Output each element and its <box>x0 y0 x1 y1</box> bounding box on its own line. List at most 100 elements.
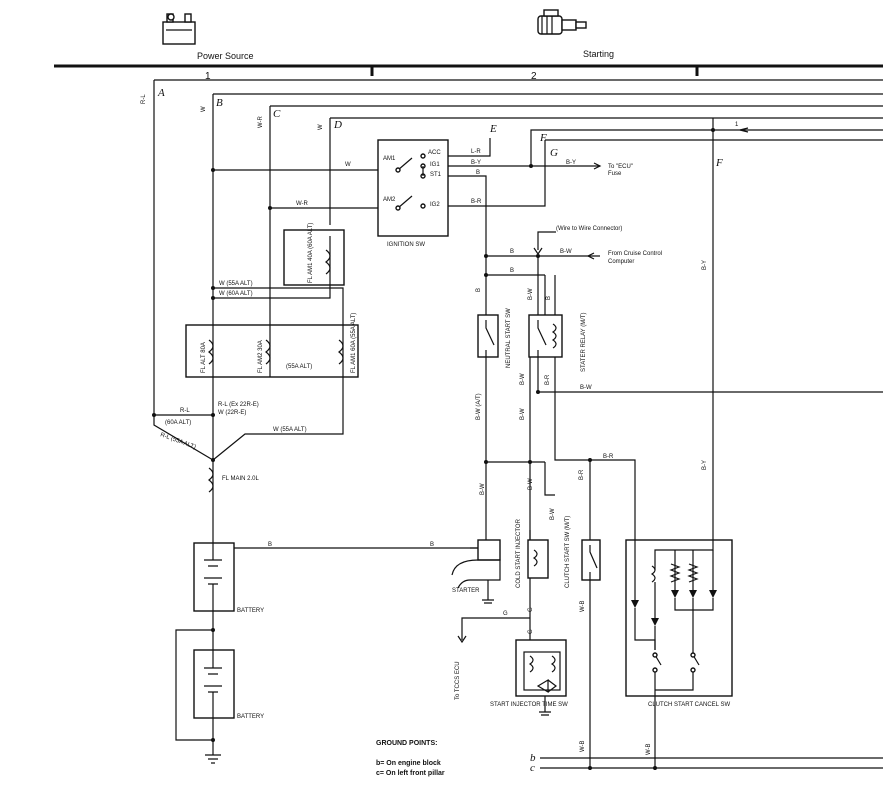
wire-label-wr: W-R <box>258 115 264 128</box>
wire-label-w-am1: W <box>345 162 351 168</box>
ignition-switch: AM1 ACC IG1 ST1 AM2 IG2 <box>377 139 449 237</box>
wire-label-bw-at: B-W (A/T) <box>476 393 482 420</box>
section-number-2: 2 <box>531 71 537 82</box>
fuse-label: Fuse <box>608 171 622 177</box>
wire-label-wb-cc: W-B <box>646 743 652 755</box>
wire-label-by2: B-Y <box>566 160 576 166</box>
ground-point-c: c= On left front pillar <box>376 770 445 777</box>
section-title-starting: Starting <box>583 49 614 59</box>
wire-label-bw-ci2: B-W <box>550 508 556 520</box>
wire-label-br-cs: B-R <box>579 469 585 480</box>
ground-points-title: GROUND POINTS: <box>376 740 437 747</box>
section-title-power-source: Power Source <box>197 51 254 61</box>
clutch-start-sw-label: CLUTCH START SW (M/T) <box>565 516 571 588</box>
wire-label-b-v1: B <box>476 288 482 292</box>
circuit-letter-f2: F <box>715 157 723 169</box>
wire-label-bw-v2: B-W <box>520 373 526 385</box>
to-tccs-label: To TCCS ECU <box>455 661 461 700</box>
label-w-22re: W (22R-E) <box>218 410 246 416</box>
wire-label-b-v2: B <box>546 296 552 300</box>
wire-label-b-nss: B <box>510 268 514 274</box>
wire-connector-label: (Wire to Wire Connector) <box>556 226 622 232</box>
wire-label-wb-cs: W-B <box>580 600 586 612</box>
svg-text:IG2: IG2 <box>430 202 440 208</box>
wire-label-rl-2: R-L <box>180 408 190 414</box>
wire-label-g-ci: G <box>528 607 534 612</box>
circuit-letter-d: D <box>333 119 342 131</box>
circuit-letter-b: B <box>216 97 223 109</box>
label-rl-ex: R-L (Ex 22R-E) <box>218 402 259 408</box>
label-w55-b: W (55A ALT) <box>273 427 307 433</box>
circuit-letter-c: C <box>273 108 281 120</box>
circuit-letter-f: F <box>539 132 547 144</box>
wire-label-br-v: B-R <box>545 374 551 385</box>
ground-letter-c: c <box>530 762 535 774</box>
wire-label-bw-v3: B-W <box>520 408 526 420</box>
wire-label-b-st: B <box>476 170 480 176</box>
computer-label: Computer <box>608 259 634 265</box>
fl-main-label: FL MAIN 2.0L <box>222 476 259 482</box>
label-rl-55: R-L (55A ALT) <box>159 432 196 450</box>
connector-number: 1 <box>735 122 739 128</box>
wire-label-br: B-R <box>471 199 482 205</box>
wire-label-g-tccs: G <box>503 611 508 617</box>
svg-text:IG1: IG1 <box>430 162 440 168</box>
starter-label: STARTER <box>452 588 480 594</box>
fusible-link-block <box>185 324 359 378</box>
circuit-letter-g: G <box>550 147 558 159</box>
wire-label-rl: R-L <box>141 94 147 104</box>
wire-label-bw-ci: B-W <box>528 478 534 490</box>
to-ecu-label: To "ECU" <box>608 164 633 170</box>
wire-label-b-bat2: B <box>430 542 434 548</box>
ignition-switch-label: IGNITION SW <box>387 242 425 248</box>
starter-motor-icon <box>537 9 587 35</box>
label-w55: W (55A ALT) <box>219 281 253 287</box>
wire-label-g-it: G <box>528 629 534 634</box>
fl-alt55-label: (55A ALT) <box>286 364 312 370</box>
ground-point-b: b= On engine block <box>376 760 441 767</box>
neutral-start-switch <box>477 314 499 358</box>
svg-text:AM1: AM1 <box>383 156 396 162</box>
circuit-letter-a: A <box>157 87 165 99</box>
battery-icon <box>162 13 196 45</box>
wire-label-w: W <box>201 106 207 112</box>
label-w60: W (60A ALT) <box>219 291 253 297</box>
starter-motor <box>451 539 501 604</box>
fl-am2-label: FL AM2 30A <box>258 340 264 373</box>
svg-text:ST1: ST1 <box>430 172 442 178</box>
wire-label-w2: W <box>318 124 324 130</box>
wire-label-by-f2: B-Y <box>702 460 708 470</box>
neutral-start-label: NEUTRAL START SW <box>506 308 512 368</box>
wire-label-lr: L-R <box>471 149 481 155</box>
wire-label-bw-cc: B-W <box>560 249 572 255</box>
fl-alt-label: FL ALT 80A <box>201 342 207 373</box>
wire-label-b-cc: B <box>510 249 514 255</box>
wire-label-wr-am2: W-R <box>296 201 309 207</box>
battery-2 <box>193 649 235 719</box>
starter-relay-label: STATER RELAY (M/T) <box>581 312 587 372</box>
starter-relay <box>528 314 563 358</box>
wire-label-b-bat: B <box>268 542 272 548</box>
injector-time-label: START INJECTOR TIME SW <box>490 702 568 708</box>
cold-start-label: COLD START INJECTOR <box>516 518 522 588</box>
wire-label-bw-h: B-W <box>580 385 592 391</box>
section-number-1: 1 <box>205 71 211 82</box>
wire-label-wb-cs2: W-B <box>580 740 586 752</box>
battery2-label: BATTERY <box>237 714 264 720</box>
cold-start-injector <box>527 539 549 579</box>
ground-letter-b: b <box>530 752 536 764</box>
wire-label-br-h: B-R <box>603 454 614 460</box>
clutch-start-cancel-switch <box>625 539 733 697</box>
wire-label-bw-st: B-W <box>480 483 486 495</box>
label-rl-60: (60A ALT) <box>165 420 191 426</box>
clutch-start-switch <box>581 539 601 581</box>
fl-am1-label: FL AM1 40A (60A ALT) <box>308 223 314 283</box>
clutch-cancel-label: CLUTCH START CANCEL SW <box>648 702 730 708</box>
battery-1 <box>193 542 235 612</box>
wire-label-bw-v1: B-W <box>528 288 534 300</box>
battery1-label: BATTERY <box>237 608 264 614</box>
wire-label-by-f: B-Y <box>702 260 708 270</box>
fl-am1-60-label: FL AM1 60A (55A ALT) <box>351 313 357 373</box>
svg-text:AM2: AM2 <box>383 197 396 203</box>
